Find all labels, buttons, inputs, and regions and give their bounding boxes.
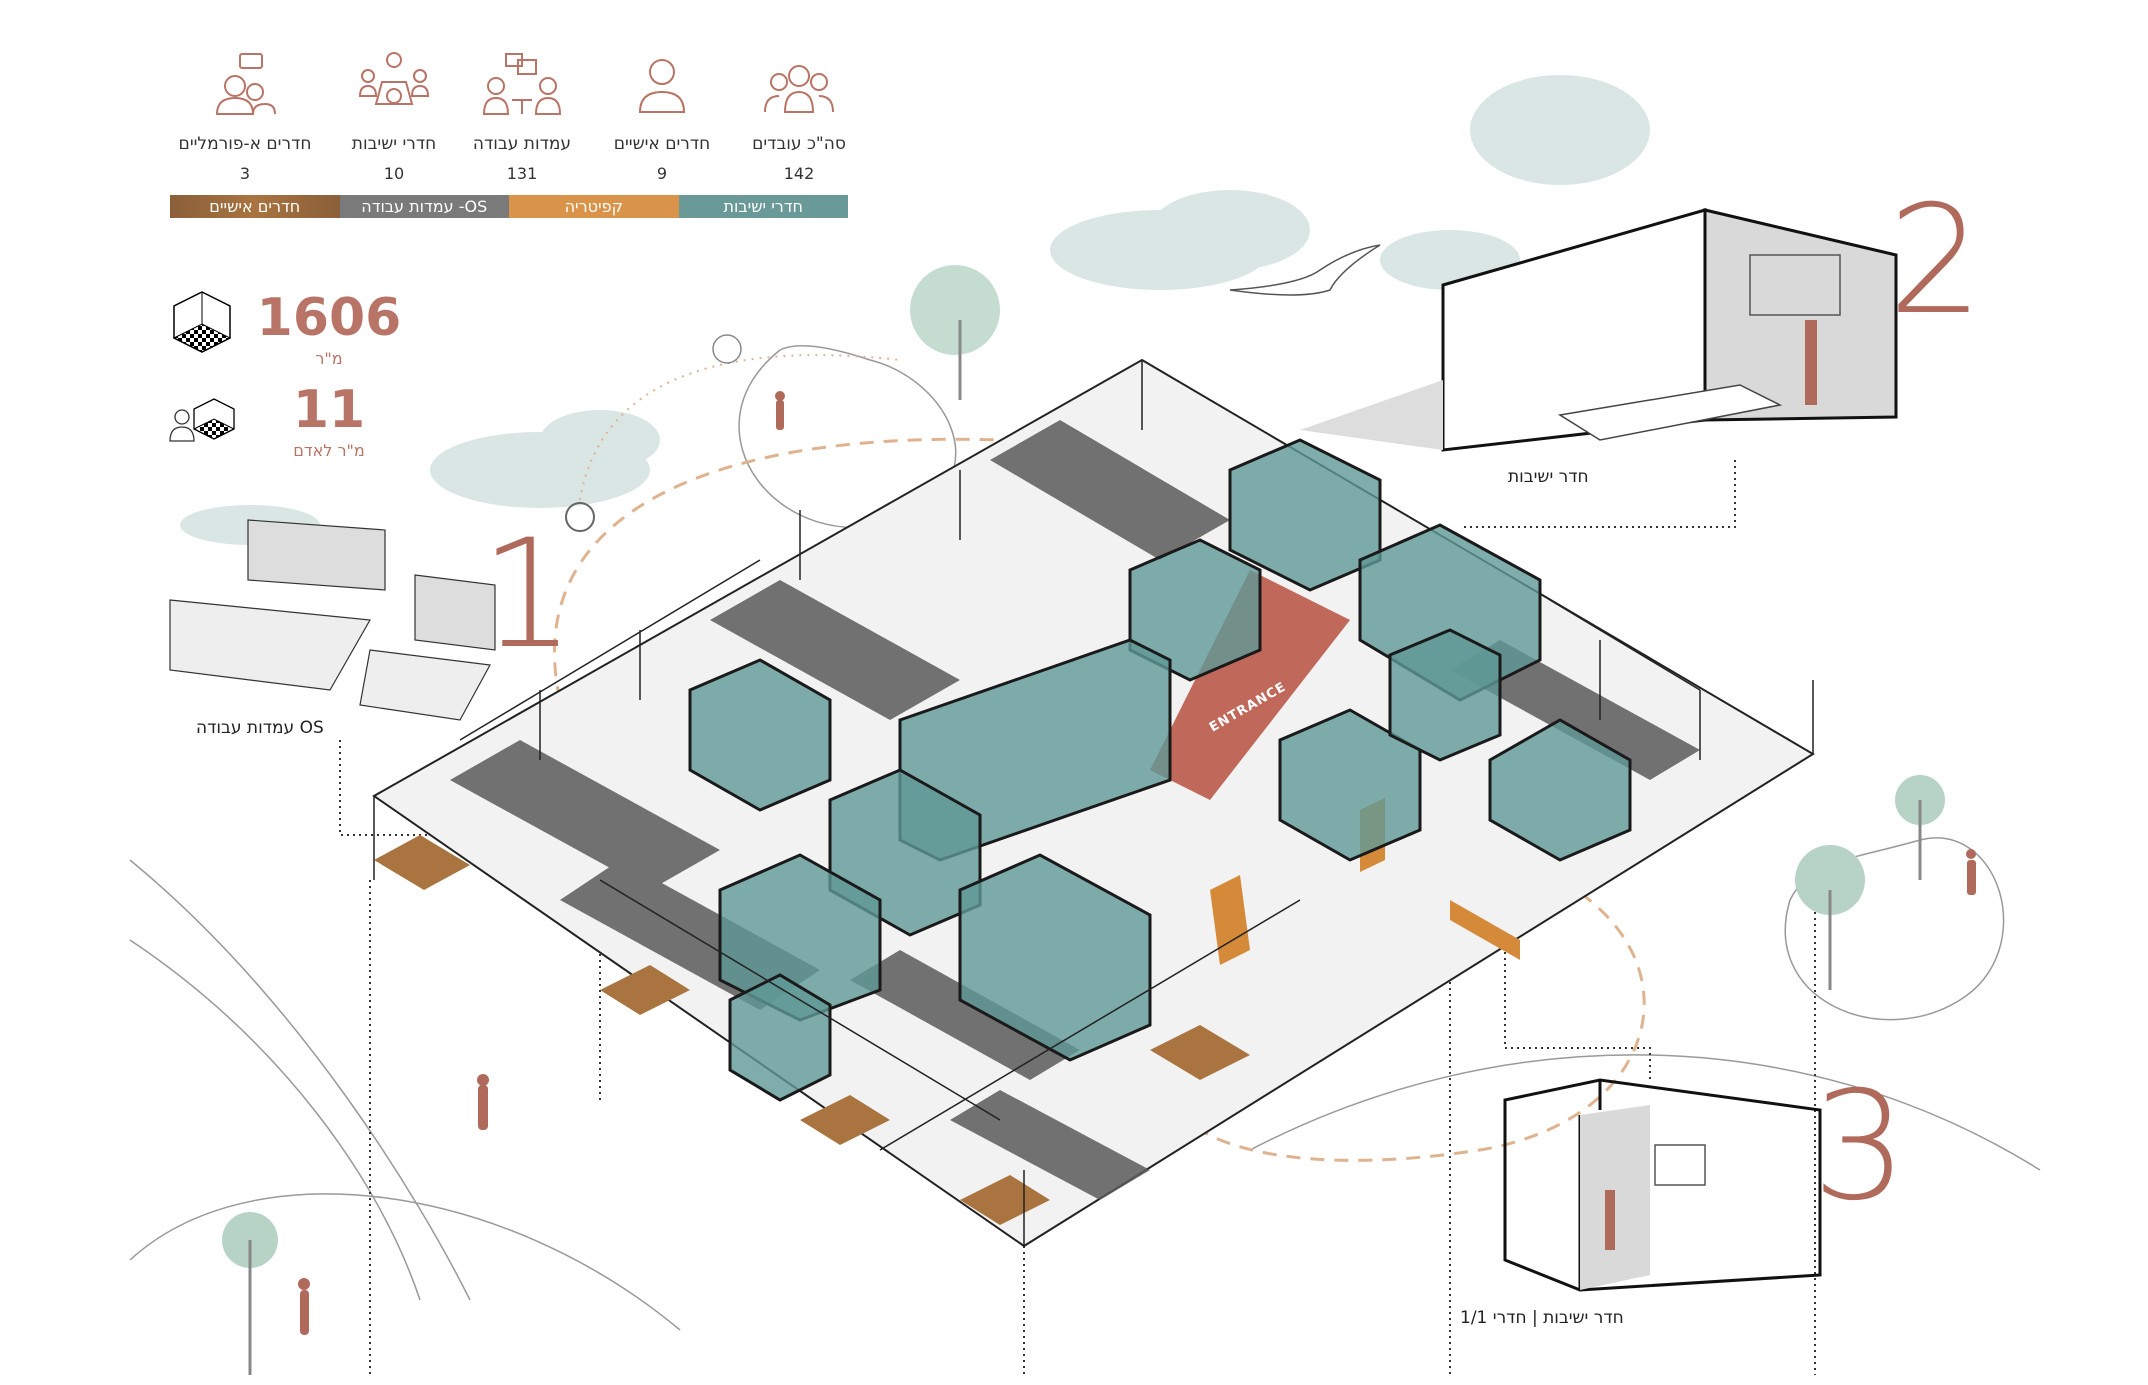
inset-meeting-room — [1300, 208, 1898, 452]
callout-caption-2: חדר ישיבות — [1508, 467, 1589, 487]
meeting-rooms — [688, 438, 1632, 1102]
partition-walls — [373, 360, 1814, 1246]
stat-informal-rooms: חדרים א-פורמליים 3 — [170, 52, 320, 183]
area-per-person-unit: מ"ר לאדם — [293, 441, 365, 460]
color-legend: חדרים אישיים OS- עמדות עבודה קפיטריה חדר… — [170, 195, 848, 218]
legend-cafeteria: קפיטריה — [509, 195, 679, 218]
floor-area-cube-icon — [172, 291, 232, 353]
leader-lines — [339, 460, 1816, 1375]
stat-value: 142 — [783, 164, 815, 183]
stat-value: 3 — [239, 164, 251, 183]
stat-label: חדרים א-פורמליים — [178, 134, 312, 154]
stat-value: 131 — [506, 164, 538, 183]
stat-private-rooms: חדרים אישיים 9 — [587, 52, 737, 183]
workstation-discussion-icon — [482, 53, 562, 115]
entrance-area — [1150, 570, 1350, 800]
callout-number-1: 1 — [480, 508, 576, 682]
inset-open-space — [169, 519, 496, 721]
trees — [222, 265, 1945, 1375]
legend-open-space: OS- עמדות עבודה — [339, 195, 509, 218]
single-person-icon — [638, 59, 686, 113]
stat-label: חדרים אישיים — [613, 134, 711, 154]
total-area-unit: מ"ר — [315, 349, 343, 368]
callout-caption-3: חדר ישיבות | חדרי 1/1 — [1460, 1308, 1624, 1328]
people — [298, 391, 1976, 1335]
area-per-person-icon — [169, 398, 236, 442]
stat-label: חדרי ישיבות — [351, 134, 437, 154]
total-area-value: 1606 — [256, 288, 402, 348]
informal-chat-people-icon — [215, 53, 276, 115]
callout-number-2: 2 — [1888, 174, 1984, 348]
building — [372, 358, 1815, 1248]
stat-value: 10 — [383, 164, 405, 183]
stat-value: 9 — [656, 164, 668, 183]
stat-total-employees: סה"כ עובדים 142 — [724, 52, 874, 183]
stat-label: סה"כ עובדים — [752, 134, 846, 154]
callout-number-3: 3 — [1812, 1060, 1908, 1234]
private-room-floors — [374, 835, 1250, 1225]
stat-meeting-rooms: חדרי ישיבות 10 — [319, 52, 469, 183]
inset-small-rooms — [1503, 1078, 1822, 1292]
stat-workstations: עמדות עבודה 131 — [447, 52, 597, 183]
legend-meeting-rooms: חדרי ישיבות — [678, 195, 848, 218]
group-people-icon — [764, 65, 834, 113]
legend-private-rooms: חדרים אישיים — [170, 195, 340, 218]
stat-label: עמדות עבודה — [472, 134, 572, 154]
area-per-person-value: 11 — [292, 380, 366, 440]
callout-caption-1: OS עמדות עבודה — [196, 718, 324, 738]
bird — [1229, 244, 1381, 296]
meeting-table-people-icon — [358, 52, 430, 105]
dashed-paths — [553, 334, 1646, 1162]
